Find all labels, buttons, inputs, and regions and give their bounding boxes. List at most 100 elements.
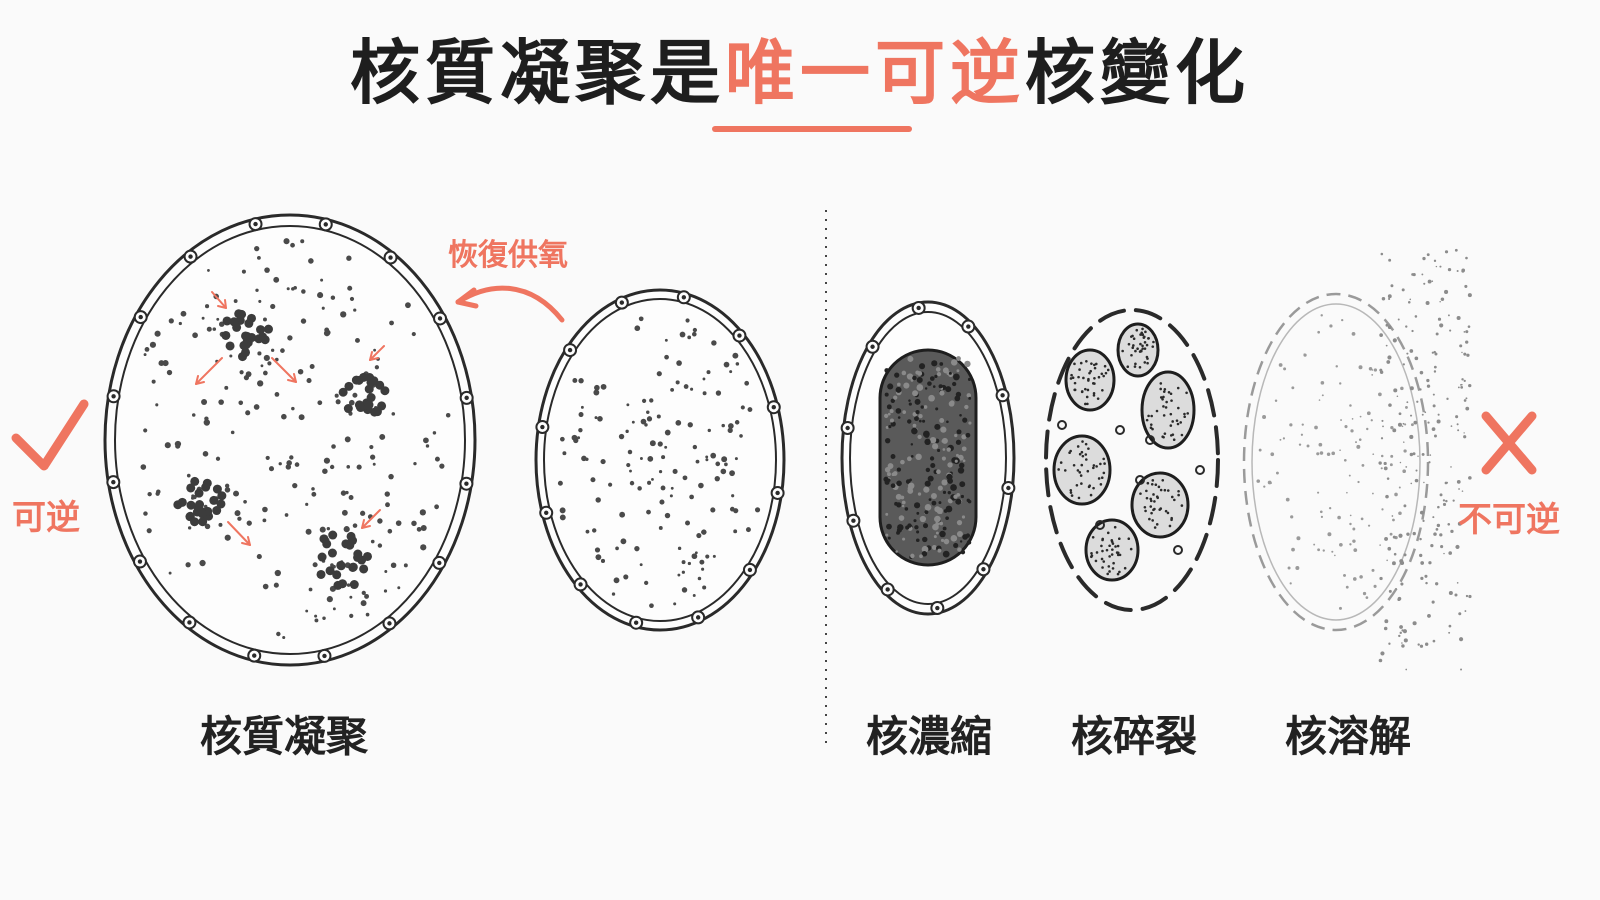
- chromatin-speck: [941, 479, 948, 486]
- chromatin-dot: [721, 456, 728, 463]
- scatter-speck: [1422, 256, 1426, 261]
- dissolving-speck: [1326, 452, 1331, 457]
- chromatin-dot: [289, 455, 294, 460]
- fragment-speck: [1118, 570, 1121, 574]
- fragment-speck: [1108, 555, 1111, 558]
- chromatin-dot: [640, 418, 647, 425]
- fragment-speck: [1084, 453, 1088, 456]
- chromatin-speck: [915, 453, 922, 461]
- chromatin-dot: [656, 414, 661, 419]
- scatter-speck: [1421, 273, 1424, 276]
- chromatin-dot: [355, 337, 360, 343]
- chromatin-dot: [627, 449, 633, 455]
- scatter-speck: [1431, 351, 1434, 354]
- scatter-speck: [1388, 258, 1392, 262]
- dissolving-speck: [1403, 449, 1407, 453]
- chromatin-dot: [361, 590, 366, 596]
- chromatin-dot: [670, 486, 674, 490]
- dissolving-speck: [1283, 367, 1287, 371]
- fragment-speck: [1162, 390, 1166, 393]
- chromatin-dot: [705, 554, 710, 559]
- chromatin-dot: [294, 462, 300, 467]
- chromatin-dot: [702, 377, 706, 381]
- chromatin-dot: [151, 379, 156, 384]
- chromatin-speck: [889, 418, 894, 423]
- dissolving-speck: [1349, 514, 1352, 517]
- chromatin-dot: [403, 563, 408, 568]
- chromatin-speck: [941, 456, 946, 461]
- scatter-speck: [1398, 533, 1403, 538]
- scatter-speck: [1430, 544, 1434, 548]
- chromatin-speck: [910, 553, 915, 559]
- chromatin-fragment: [1052, 434, 1112, 506]
- dissolving-speck: [1349, 404, 1352, 407]
- chromatin-dot: [411, 331, 416, 337]
- chromatin-dot: [263, 370, 268, 376]
- scatter-speck: [1439, 323, 1444, 328]
- chromatin-dot: [314, 614, 318, 618]
- chromatin-dot: [577, 436, 581, 440]
- scatter-speck: [1401, 642, 1403, 644]
- chromatin-dot: [166, 369, 173, 376]
- chromatin-dot: [647, 480, 652, 485]
- fragment-speck: [1141, 347, 1145, 350]
- chromatin-dot: [391, 412, 396, 416]
- nuclear-pore-center: [111, 479, 116, 485]
- fragment-speck: [1169, 412, 1173, 416]
- nuclear-pore-center: [619, 300, 625, 305]
- dissolving-speck: [1317, 548, 1321, 552]
- chromatin-dot: [356, 464, 362, 470]
- chromatin-granule: [209, 495, 219, 505]
- fragment-speck: [1146, 361, 1149, 365]
- fragment-speck: [1159, 396, 1163, 399]
- scatter-speck: [1439, 493, 1443, 497]
- chromatin-dot: [245, 410, 251, 416]
- chromatin-speck: [910, 378, 914, 382]
- chromatin-speck: [908, 399, 911, 402]
- scatter-speck: [1403, 504, 1407, 508]
- chromatin-dot: [340, 311, 347, 318]
- dissolving-speck: [1301, 423, 1304, 426]
- scatter-speck: [1425, 301, 1430, 306]
- fragment-speck: [1102, 457, 1105, 461]
- chromatin-dot: [281, 413, 287, 420]
- dissolving-speck: [1339, 382, 1342, 385]
- chromatin-dot: [714, 475, 720, 482]
- fragment-speck: [1076, 445, 1080, 448]
- scatter-speck: [1428, 461, 1431, 464]
- dissolving-speck: [1352, 539, 1356, 543]
- fragment-speck: [1134, 349, 1137, 353]
- chromatin-speck: [947, 462, 953, 468]
- fragment-speck: [1087, 377, 1090, 381]
- scatter-speck: [1421, 452, 1425, 456]
- fragment-speck: [1163, 432, 1167, 435]
- chromatin-dots: [140, 238, 451, 640]
- scatter-speck: [1399, 631, 1402, 635]
- fragment-speck: [1132, 344, 1135, 347]
- chromatin-dot: [243, 375, 250, 381]
- fragment-speck: [1106, 572, 1110, 576]
- chromatin-dot: [692, 594, 696, 597]
- chromatin-dot: [411, 520, 417, 527]
- chromatin-dot: [679, 331, 686, 338]
- dissolving-speck: [1275, 471, 1279, 475]
- scatter-speck: [1386, 360, 1391, 364]
- chromatin-speck: [922, 419, 926, 423]
- fragment-speck: [1153, 507, 1156, 511]
- fragment-speck: [1170, 518, 1173, 522]
- fragment-speck: [1086, 388, 1090, 392]
- scatter-speck: [1412, 621, 1417, 626]
- chromatin-dot: [346, 583, 351, 587]
- scatter-speck: [1412, 272, 1416, 277]
- scatter-speck: [1443, 552, 1445, 555]
- chromatin-dot: [683, 384, 689, 389]
- fragment-bleb: [1135, 475, 1145, 485]
- chromatin-dot: [578, 412, 584, 418]
- fragment-speck: [1100, 476, 1104, 479]
- scatter-speck: [1456, 423, 1459, 426]
- scatter-speck: [1383, 461, 1387, 466]
- fragment-speck: [1092, 466, 1095, 470]
- fragment-speck: [1152, 340, 1155, 344]
- fragment-speck: [1158, 508, 1162, 511]
- chromatin-dot: [685, 318, 690, 323]
